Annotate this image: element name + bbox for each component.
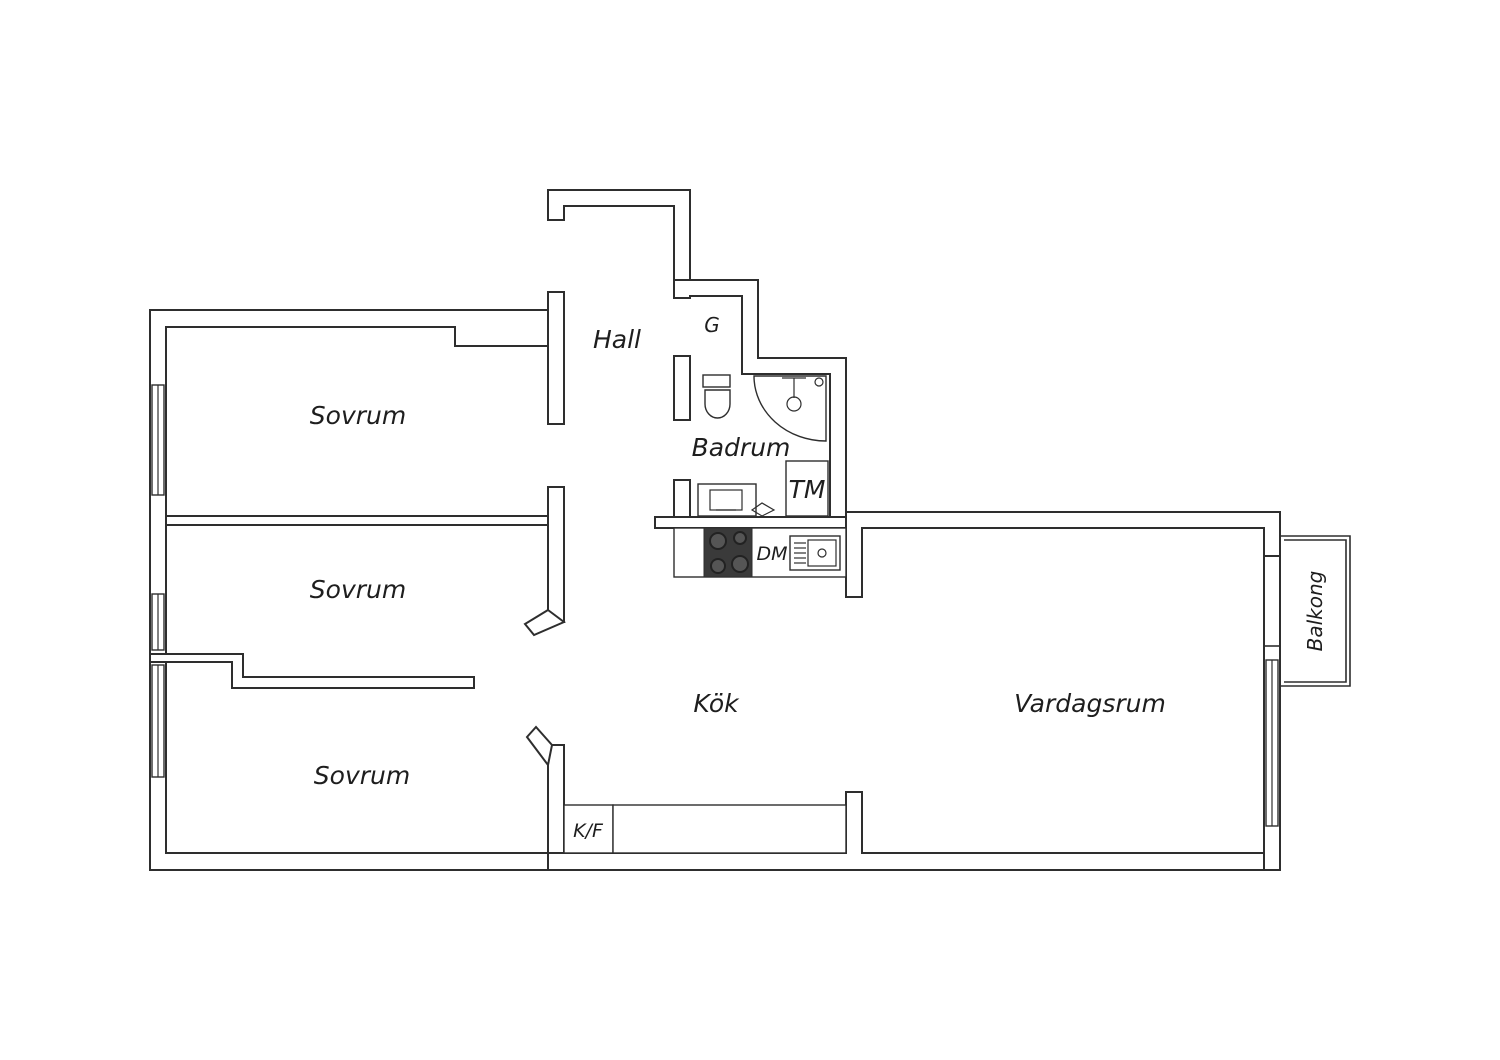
washing-machine-box: [785, 460, 829, 517]
label-hall: Hall: [593, 325, 641, 354]
window-vardagsrum: [1265, 659, 1279, 827]
fridge-freezer-box: [563, 804, 614, 854]
kitchen-fixtures: [563, 527, 847, 854]
balcony: [1264, 535, 1351, 687]
window-sovrum-2: [151, 593, 165, 651]
label-badrum: Badrum: [692, 433, 791, 462]
windows: [151, 384, 1279, 827]
label-garderob: G: [704, 313, 720, 337]
shower-icon: [753, 375, 827, 442]
stove-icon: [703, 527, 753, 578]
label-kyl-frys: K/F: [573, 820, 604, 842]
room-labels: Hall G Badrum TM DM Sovrum Sovrum Sovrum…: [310, 313, 1327, 842]
label-sovrum-2: Sovrum: [310, 575, 406, 604]
label-kok: Kök: [693, 689, 740, 718]
toilet-icon: [702, 374, 731, 419]
interior-walls: [149, 486, 566, 854]
kitchen-sink-icon: [789, 535, 841, 571]
bathroom-fixtures: [697, 374, 829, 517]
label-tvattmaskin: TM: [789, 475, 826, 504]
label-sovrum-3: Sovrum: [314, 761, 410, 790]
label-diskmaskin: DM: [756, 543, 787, 565]
label-balkong: Balkong: [1303, 571, 1327, 652]
window-sovrum-3: [151, 664, 165, 778]
window-sovrum-1: [151, 384, 165, 496]
bathroom-sink-icon: [697, 483, 776, 517]
label-vardagsrum: Vardagsrum: [1014, 689, 1166, 718]
label-sovrum-1: Sovrum: [310, 401, 406, 430]
